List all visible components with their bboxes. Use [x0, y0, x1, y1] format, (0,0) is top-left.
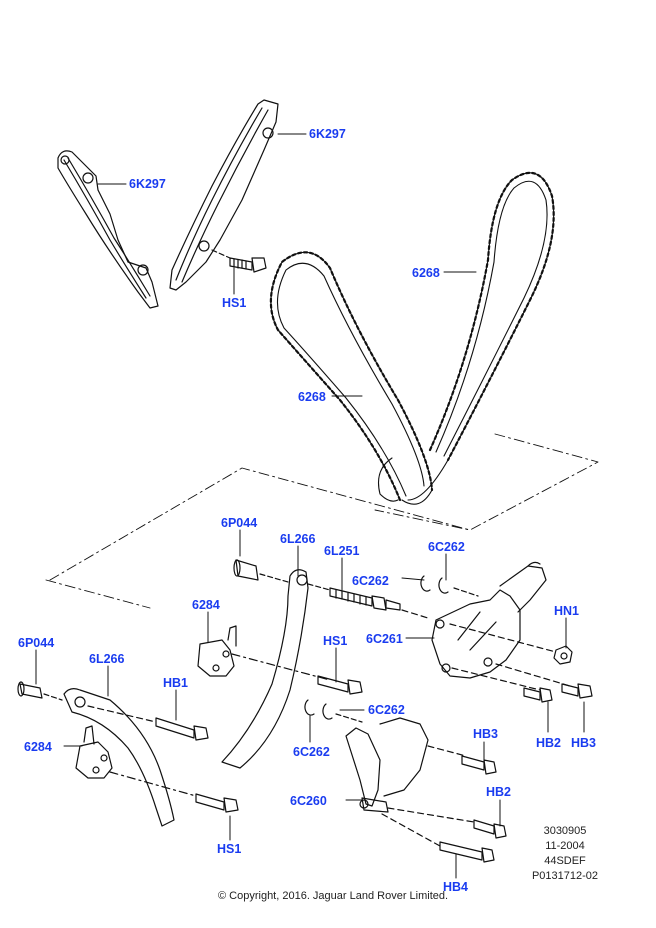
part-label-6c262[interactable]: 6C262	[352, 574, 389, 588]
timing-chain-left	[269, 251, 434, 505]
part-label-6k297[interactable]: 6K297	[309, 127, 346, 141]
part-label-hs1[interactable]: HS1	[217, 842, 242, 856]
bolts-hb2-hb3-upper	[523, 683, 593, 703]
bolt-hs1-lower	[195, 793, 239, 813]
assembly-plane-lower	[45, 467, 471, 609]
leader-dash	[453, 587, 479, 597]
part-label-6284[interactable]: 6284	[24, 740, 52, 754]
diagram-part-reference: P0131712-02	[531, 870, 599, 882]
leader-dash	[259, 573, 289, 583]
part-label-6268[interactable]: 6268	[298, 390, 326, 404]
clips-lower	[304, 699, 333, 720]
leader-dash	[387, 807, 475, 823]
diagram-code: 3030905	[543, 825, 587, 837]
leader-dash	[43, 693, 63, 701]
part-label-6p044[interactable]: 6P044	[221, 516, 258, 530]
clips-upper	[420, 575, 449, 594]
part-label-6284[interactable]: 6284	[192, 598, 220, 612]
part-label-hb4[interactable]: HB4	[443, 880, 469, 894]
tensioner-6c260	[345, 717, 429, 813]
pivot-pin-lower	[17, 681, 43, 699]
part-label-6l266[interactable]: 6L266	[89, 652, 125, 666]
part-label-6l251[interactable]: 6L251	[324, 544, 360, 558]
part-label-6c260[interactable]: 6C260	[290, 794, 327, 808]
part-label-hb2[interactable]: HB2	[486, 785, 512, 799]
bolt-hb1	[155, 717, 209, 741]
chain-tensioner-lower	[75, 725, 113, 779]
tensioner-bracket-6c261	[431, 561, 547, 679]
timing-chain-right	[407, 171, 555, 501]
part-label-hb2[interactable]: HB2	[536, 736, 562, 750]
tensioner-arm-upper	[221, 569, 309, 769]
part-label-6c261[interactable]: 6C261	[366, 632, 403, 646]
pivot-pin-upper	[233, 559, 259, 581]
part-label-hb1[interactable]: HB1	[163, 676, 189, 690]
part-label-6c262[interactable]: 6C262	[293, 745, 330, 759]
diagram-variant-code: 44SDEF	[544, 855, 586, 867]
part-label-6k297[interactable]: 6K297	[129, 177, 166, 191]
part-label-6c262[interactable]: 6C262	[368, 703, 405, 717]
stud-6l251	[329, 587, 401, 611]
leader-dash	[495, 663, 571, 687]
leader-dash	[449, 623, 557, 653]
leader-dash	[401, 609, 429, 619]
part-label-hb3[interactable]: HB3	[473, 727, 499, 741]
bolt-hs1-middle	[317, 675, 363, 695]
part-label-6l266[interactable]: 6L266	[280, 532, 316, 546]
leader-dash	[87, 705, 157, 723]
leader-dash	[335, 713, 363, 723]
part-label-hs1[interactable]: HS1	[222, 296, 247, 310]
part-label-6c262[interactable]: 6C262	[428, 540, 465, 554]
part-label-hn1[interactable]: HN1	[554, 604, 580, 618]
chain-guide-left	[57, 150, 159, 309]
leader-dash	[231, 653, 331, 681]
part-label-hb3[interactable]: HB3	[571, 736, 597, 750]
bolts-lower-right	[439, 755, 507, 863]
part-label-hs1[interactable]: HS1	[323, 634, 348, 648]
assembly-plane-upper	[374, 433, 599, 531]
leader-dash	[451, 667, 541, 691]
chain-tensioner-upper	[197, 625, 237, 677]
nut-hn1	[553, 645, 573, 665]
copyright-notice: © Copyright, 2016. Jaguar Land Rover Lim…	[218, 890, 449, 902]
leader-dash	[109, 771, 197, 797]
leader-dash	[211, 249, 231, 259]
leader-dash	[381, 813, 441, 847]
part-label-6p044[interactable]: 6P044	[18, 636, 55, 650]
diagram-date: 11-2004	[545, 840, 585, 852]
leader-dash	[307, 583, 331, 591]
leader-dash	[427, 745, 467, 757]
part-label-6268[interactable]: 6268	[412, 266, 440, 280]
chain-guide-right	[169, 99, 279, 291]
label-leader-lines	[35, 133, 585, 879]
tensioner-arm-lower	[63, 688, 175, 827]
bolt-hs1-top	[229, 257, 267, 273]
